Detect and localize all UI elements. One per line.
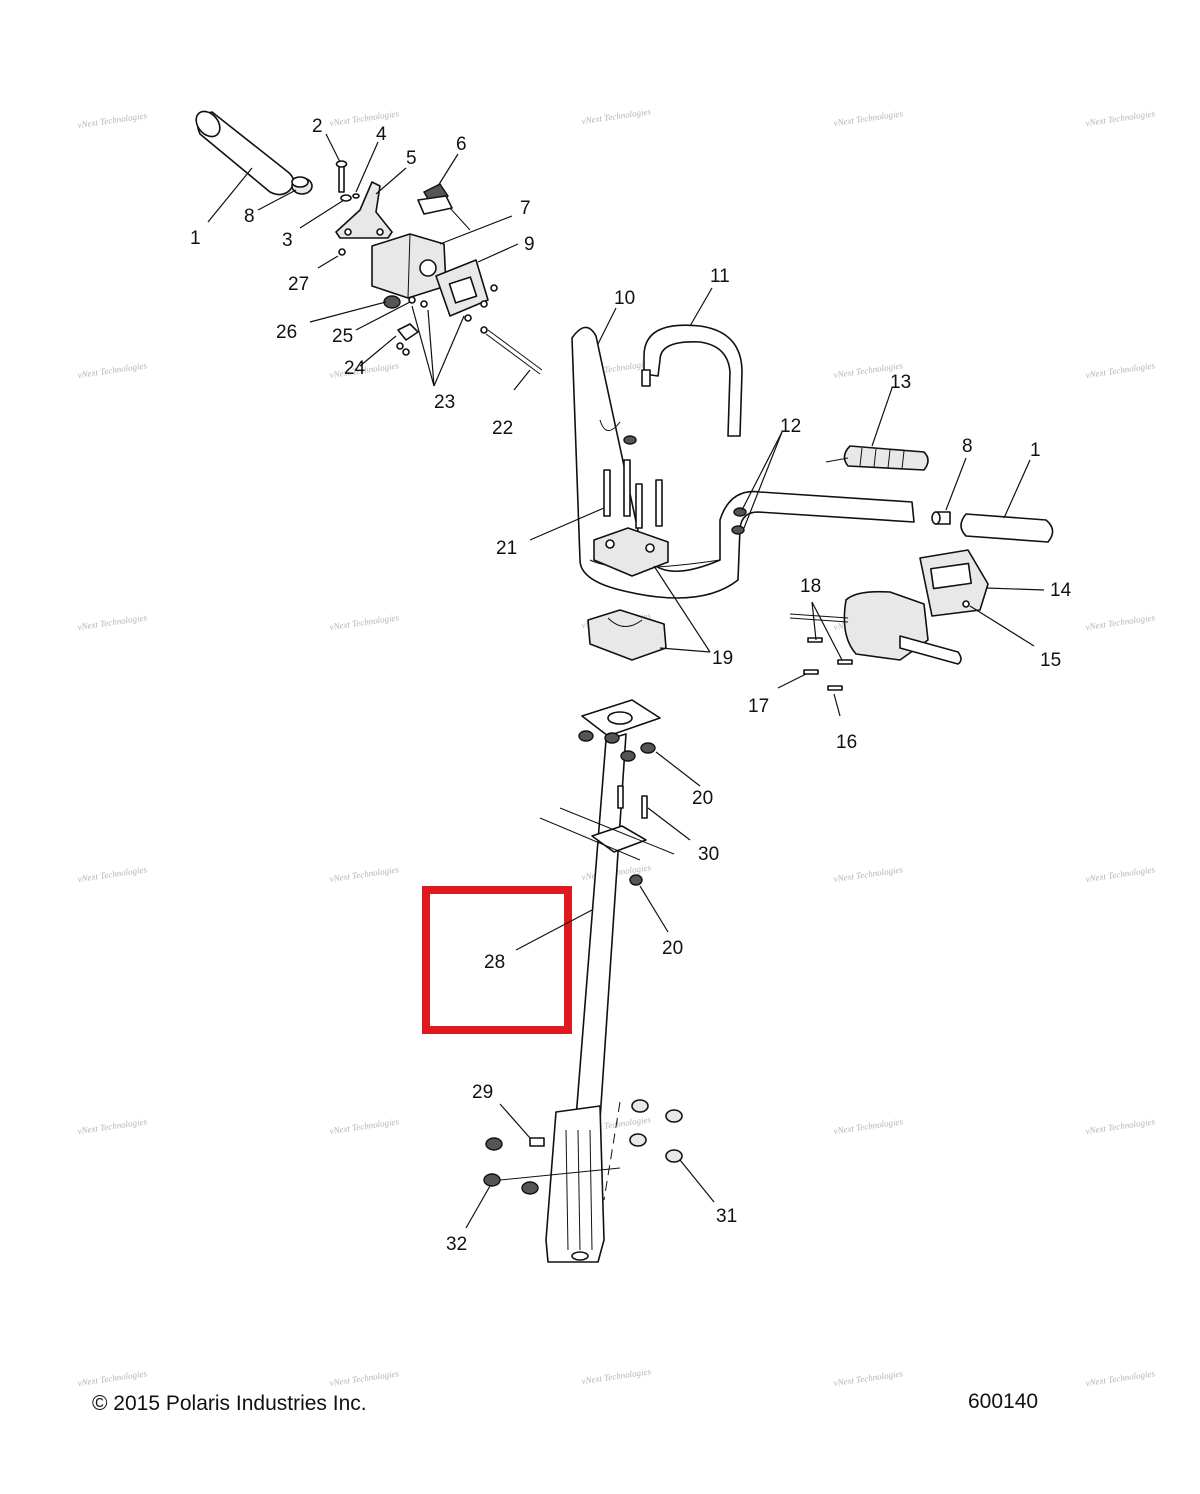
part-cap-24 <box>396 323 419 356</box>
watermark: vNext Technologies <box>581 106 652 126</box>
watermark: vNext Technologies <box>833 1116 904 1136</box>
callout-15: 15 <box>1040 650 1061 671</box>
callout-6: 6 <box>456 134 467 155</box>
watermark: vNext Technologies <box>1085 1368 1156 1388</box>
callout-5: 5 <box>406 148 417 169</box>
part-nuts-32 <box>483 1137 621 1195</box>
part-nuts-12 <box>731 507 747 535</box>
callout-8b: 8 <box>962 436 973 457</box>
watermark: vNext Technologies <box>329 1116 400 1136</box>
callout-8: 8 <box>244 206 255 227</box>
callout-23: 23 <box>434 392 455 413</box>
part-nut-26 <box>383 295 401 309</box>
part-grip-left <box>195 110 295 196</box>
part-switch-6 <box>417 183 471 231</box>
watermark: vNext Technologies <box>833 1368 904 1388</box>
callout-28: 28 <box>484 952 505 973</box>
part-switch-cover-9 <box>435 259 489 317</box>
part-clamp-upper-19 <box>593 527 669 577</box>
part-screws-23 <box>420 284 498 322</box>
callout-32: 32 <box>446 1234 467 1255</box>
part-screw-16 <box>827 685 843 691</box>
watermark: vNext Technologies <box>329 864 400 884</box>
drawing-number: 600140 <box>968 1390 1039 1413</box>
callout-19: 19 <box>712 648 733 669</box>
part-end-cap-right <box>931 511 951 525</box>
callout-7: 7 <box>520 198 531 219</box>
callout-16: 16 <box>836 732 857 753</box>
part-steering-post-28 <box>545 699 661 1263</box>
callout-31: 31 <box>716 1206 737 1227</box>
part-washer-3 <box>340 194 352 202</box>
callout-12: 12 <box>780 416 801 437</box>
part-crossbar-11 <box>641 324 743 437</box>
copyright-text: © 2015 Polaris Industries Inc. <box>92 1392 367 1415</box>
part-grip-13 <box>825 445 929 471</box>
callout-20b: 20 <box>662 938 683 959</box>
callout-29: 29 <box>472 1082 493 1103</box>
watermark: vNext Technologies <box>77 110 148 130</box>
watermark: vNext Technologies <box>329 1368 400 1388</box>
watermark: vNext Technologies <box>1085 612 1156 632</box>
highlight-box <box>422 886 572 1034</box>
callout-20: 20 <box>692 788 713 809</box>
callout-4: 4 <box>376 124 387 145</box>
leader-lines <box>207 133 1045 1229</box>
part-grip-right <box>960 513 1054 543</box>
watermark: vNext Technologies <box>77 360 148 380</box>
part-bolts-21 <box>603 435 663 529</box>
part-master-cylinder-15 <box>919 549 989 617</box>
callout-25: 25 <box>332 326 353 347</box>
part-plane-lines <box>539 807 675 861</box>
part-switch-housing-7 <box>371 233 447 299</box>
part-bolts-30 <box>617 785 648 819</box>
part-screw-2 <box>335 160 348 193</box>
part-bushing-29 <box>529 1137 545 1147</box>
part-screws-18 <box>807 637 853 665</box>
callout-26: 26 <box>276 322 297 343</box>
callout-2: 2 <box>312 116 323 137</box>
callout-21: 21 <box>496 538 517 559</box>
part-bracket-5 <box>335 181 393 239</box>
watermark: vNext Technologies <box>329 108 400 128</box>
callout-11: 11 <box>710 266 730 287</box>
callout-1b: 1 <box>1030 440 1041 461</box>
watermark: vNext Technologies <box>77 612 148 632</box>
part-washer-25 <box>408 296 416 304</box>
callout-13: 13 <box>890 372 911 393</box>
watermark: vNext Technologies <box>77 1368 148 1388</box>
part-nuts-20 <box>578 730 656 886</box>
callout-1: 1 <box>190 228 201 249</box>
watermark: vNext Technologies <box>1085 1116 1156 1136</box>
part-cable-22 <box>480 326 543 375</box>
callout-9: 9 <box>524 234 535 255</box>
watermark: vNext Technologies <box>1085 108 1156 128</box>
callout-22: 22 <box>492 418 513 439</box>
callout-30: 30 <box>698 844 719 865</box>
part-washer-4 <box>352 193 360 199</box>
callout-18: 18 <box>800 576 821 597</box>
watermark: vNext Technologies <box>833 864 904 884</box>
callout-27: 27 <box>288 274 309 295</box>
callout-17: 17 <box>748 696 769 717</box>
watermark: vNext Technologies <box>581 1366 652 1386</box>
watermark: vNext Technologies <box>77 864 148 884</box>
part-pin-27 <box>338 248 346 256</box>
watermark: vNext Technologies <box>833 108 904 128</box>
part-screw-17 <box>803 669 819 675</box>
part-bolts-31 <box>603 1099 683 1201</box>
part-brake-lever <box>789 590 962 665</box>
callout-3: 3 <box>282 230 293 251</box>
watermark: vNext Technologies <box>1085 864 1156 884</box>
watermark: vNext Technologies <box>329 612 400 632</box>
part-clamp-lower-19 <box>587 609 667 661</box>
callout-14: 14 <box>1050 580 1072 601</box>
callout-labels: 1 2 3 4 5 6 7 8 9 10 11 12 13 14 15 16 1… <box>190 116 1072 1255</box>
callout-10: 10 <box>614 288 635 309</box>
part-end-cap-left <box>291 176 313 195</box>
watermark: vNext Technologies <box>77 1116 148 1136</box>
callout-24: 24 <box>344 358 366 379</box>
watermark: vNext Technologies <box>1085 360 1156 380</box>
